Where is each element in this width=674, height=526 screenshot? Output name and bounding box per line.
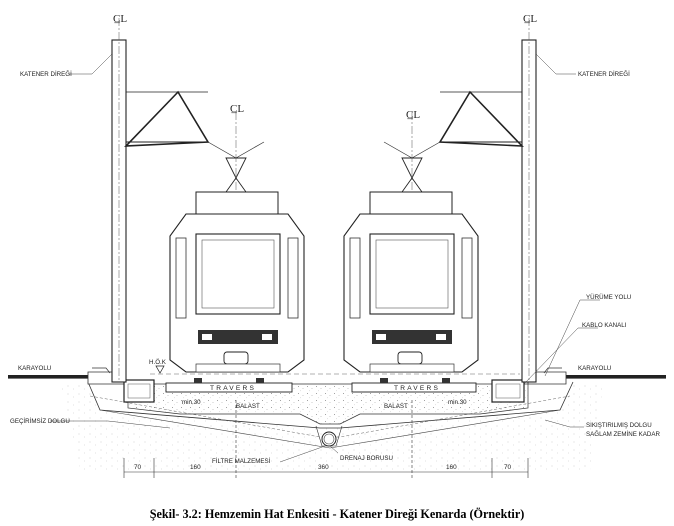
dimension-4: 160	[446, 464, 457, 471]
centerline-mast-right: C̲L	[523, 13, 537, 25]
ballast-bed	[127, 383, 529, 425]
label-sikistirilmis-2: SAĞLAM ZEMİNE KADAR	[586, 431, 660, 438]
subgrade	[60, 381, 604, 470]
catenary-mast-right	[438, 18, 537, 383]
centerline-track-right: C̲L	[406, 109, 420, 121]
dimension-3: 360	[318, 464, 329, 471]
label-travers-right: TRAVERS	[394, 385, 440, 392]
figure-caption: Şekil- 3.2: Hemzemin Hat Enkesiti - Kate…	[150, 506, 525, 521]
label-drenaj: DRENAJ BORUSU	[340, 455, 393, 462]
label-kablo-kanali: KABLO KANALI	[582, 322, 627, 329]
label-min30-right: min.30	[448, 399, 467, 406]
label-min30-left: min.30	[182, 399, 201, 406]
label-karayolu-right: KARAYOLU	[578, 365, 611, 372]
label-katener-right: KATENER DİREĞİ	[578, 71, 630, 78]
label-sikistirilmis-1: SIKIŞTIRILMIŞ DOLGU	[586, 422, 652, 429]
cable-channel-left	[123, 379, 155, 403]
leaders	[50, 53, 600, 463]
label-karayolu-left: KARAYOLU	[18, 365, 51, 372]
label-hok: H.Ö.K	[149, 359, 167, 366]
label-yurume-yolu: YÜRÜME YOLU	[586, 294, 631, 301]
centerline-mast-left: C̲L	[113, 13, 127, 25]
dimension-line	[123, 400, 529, 478]
tram-right	[343, 191, 479, 373]
hok-marker	[155, 365, 165, 374]
label-balast-right: BALAST	[384, 403, 408, 410]
cable-channel-right	[491, 379, 525, 403]
dimension-5: 70	[504, 464, 512, 471]
dimension-1: 70	[134, 464, 142, 471]
label-katener-left: KATENER DİREĞİ	[20, 71, 72, 78]
dimension-2: 160	[190, 464, 201, 471]
drainage-pipe	[315, 425, 343, 447]
centerline-track-left: C̲L	[230, 103, 244, 115]
label-balast-left: BALAST	[236, 403, 260, 410]
label-travers-left: TRAVERS	[210, 385, 256, 392]
catenary-mast-left	[111, 18, 210, 383]
sleepers	[165, 378, 477, 393]
tram-left	[169, 191, 305, 373]
label-filtre: FİLTRE MALZEMESİ	[212, 458, 271, 465]
label-gecirimsiz: GEÇİRİMSİZ DOLGU	[10, 418, 70, 425]
catenary-wire-left	[207, 112, 265, 210]
